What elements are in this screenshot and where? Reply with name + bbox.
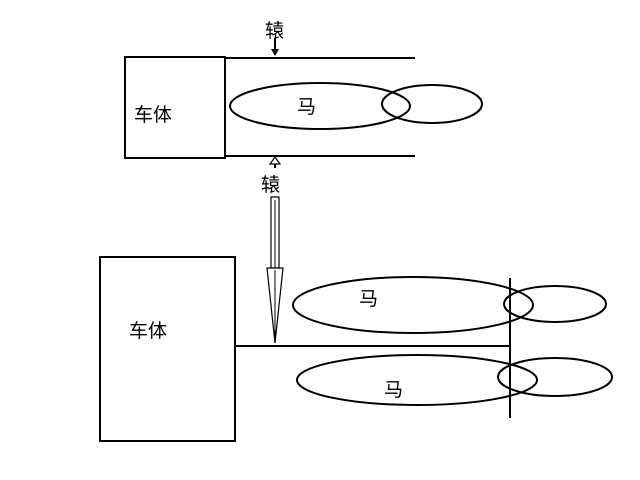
- top-horse-head: [381, 84, 483, 124]
- top-horse-label: 马: [297, 96, 316, 118]
- bottom-body-label: 车体: [129, 320, 167, 342]
- connector-arrow: [266, 196, 284, 344]
- bottom-horse-upper-body: [292, 276, 534, 334]
- bottom-carriage-body: [99, 256, 236, 442]
- bottom-horse-upper-head: [503, 285, 607, 323]
- top-shaft-arrow-lower-head: [268, 155, 282, 165]
- top-body-label: 车体: [134, 104, 172, 126]
- bottom-horse-label-lower: 马: [384, 379, 403, 401]
- top-shaft-label-upper: 辕: [265, 20, 284, 42]
- top-shaft-label-lower: 辕: [261, 174, 280, 196]
- bottom-horse-label-upper: 马: [359, 288, 378, 310]
- bottom-horse-lower-body: [296, 354, 538, 406]
- top-horse-body: [229, 82, 411, 130]
- top-carriage-body: [124, 56, 226, 159]
- bottom-horse-lower-head: [497, 357, 613, 397]
- bottom-diagram: [99, 256, 613, 442]
- top-diagram: [124, 38, 483, 168]
- top-shaft-arrow-upper-head: [271, 49, 279, 56]
